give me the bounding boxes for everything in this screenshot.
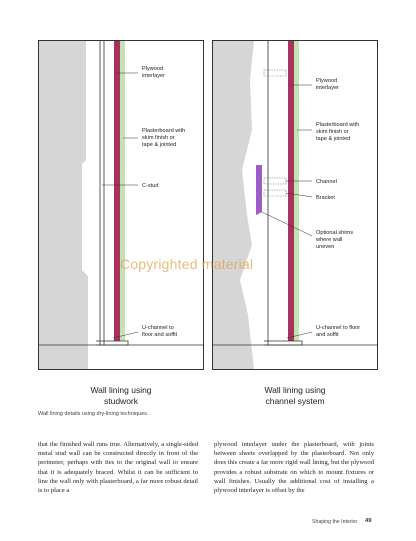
label-bracket: Bracket [316, 195, 335, 201]
label-floor-soffit: and soffit [316, 332, 339, 338]
figure-wall-lining-channel: Plywood interlayer Plasterboard with ski… [212, 40, 378, 370]
label-plywood: Plywood [316, 78, 337, 84]
channel-diagram: Plywood interlayer Plasterboard with ski… [213, 41, 377, 369]
label-interlayer: interlayer [316, 85, 339, 91]
studwork-diagram: Plywood interlayer Plasterboard with ski… [39, 41, 203, 369]
figure-note: Wall lining details using dry-lining tec… [38, 411, 149, 417]
label-interlayer: interlayer [142, 73, 165, 79]
plywood-interlayer [114, 41, 120, 341]
label-plasterboard: Plasterboard with [316, 122, 359, 128]
channel-bracket [263, 189, 287, 197]
plasterboard-layer [120, 41, 125, 341]
label-channel: Channel [316, 179, 337, 185]
caption-line: Wall lining using [264, 385, 326, 395]
u-channel [96, 340, 129, 346]
label-plasterboard: Plasterboard with [142, 128, 185, 134]
leader-line [261, 211, 313, 237]
figure-wall-lining-studwork: Plywood interlayer Plasterboard with ski… [38, 40, 204, 370]
label-plywood: Plywood [142, 66, 163, 72]
leader-line [112, 331, 139, 339]
leader-line [286, 331, 313, 339]
masonry-wall [213, 41, 254, 369]
body-text-right: plywood interlayer under the plasterboar… [214, 441, 374, 495]
body-text-left: that the finished wall runs true. Altern… [38, 441, 198, 495]
plywood-interlayer [288, 41, 294, 341]
u-channel [264, 340, 303, 346]
label-tape-jointed: tape & jointed [316, 136, 350, 142]
label-c-stud: C-stud [142, 183, 158, 189]
label-u-channel: U-channel to [142, 325, 174, 331]
channel-bracket [263, 69, 287, 77]
label-where-wall: where wall [315, 237, 342, 243]
label-optional-shims: Optional shims [316, 230, 353, 236]
watermark: Copyrighted material [120, 256, 254, 272]
page-number: 49 [365, 518, 372, 524]
channel-bracket [263, 177, 287, 185]
caption-channel-system: Wall lining using channel system [212, 385, 378, 407]
caption-line: Wall lining using [90, 385, 152, 395]
caption-line: channel system [265, 396, 325, 406]
caption-studwork: Wall lining using studwork [38, 385, 204, 407]
label-skim-finish: skim finish or [142, 135, 175, 141]
label-uneven: uneven [316, 244, 334, 250]
label-u-channel: U-channel to floor [316, 325, 360, 331]
leader-line [285, 192, 313, 198]
plasterboard-layer [294, 41, 299, 341]
caption-line: studwork [103, 396, 138, 406]
label-floor-soffit: floor and soffit [142, 332, 177, 338]
label-tape-jointed: tape & jointed [142, 142, 176, 148]
footer-section-title: Shaping the Interior [312, 519, 358, 525]
label-skim-finish: skim finish or [316, 129, 349, 135]
optional-shim [256, 165, 262, 215]
masonry-wall [39, 41, 88, 369]
